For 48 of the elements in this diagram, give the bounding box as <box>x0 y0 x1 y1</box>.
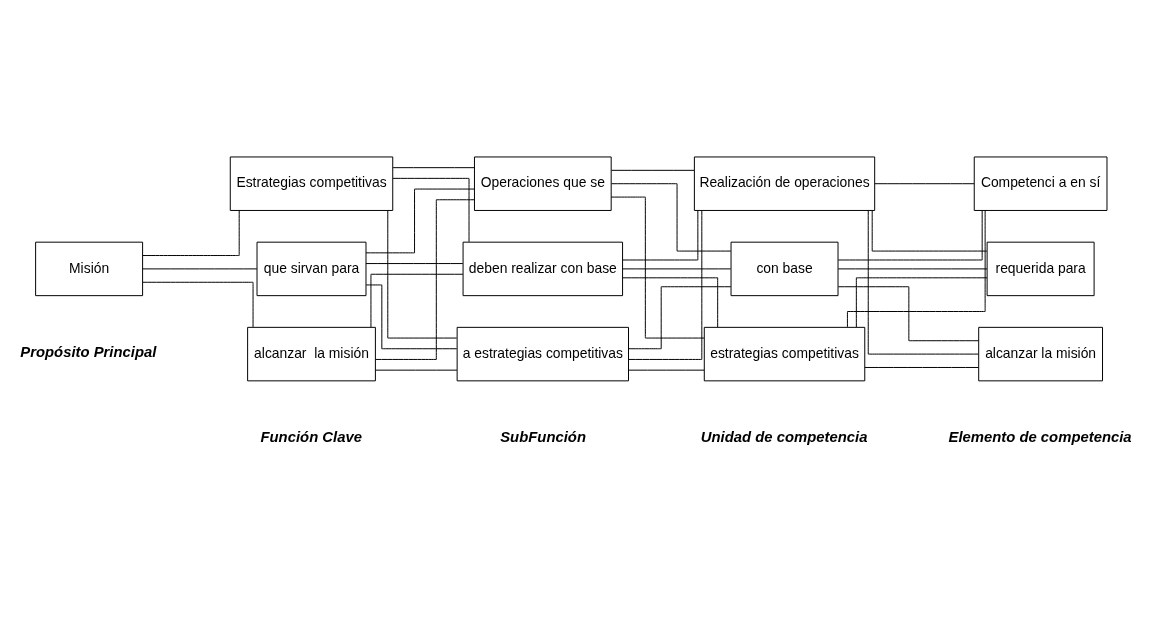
node-box: Realización de operaciones <box>693 155 876 211</box>
connector <box>375 198 475 360</box>
connector <box>142 281 254 327</box>
connector <box>864 366 979 368</box>
connector <box>142 209 240 256</box>
label: Unidad de competencia <box>700 428 868 445</box>
connector <box>874 182 975 184</box>
connector <box>375 369 458 371</box>
node-box: Misión <box>35 241 144 296</box>
node-box: estrategias competitivas <box>703 326 866 381</box>
connector <box>611 182 732 252</box>
connector <box>370 273 464 328</box>
connector <box>622 209 699 260</box>
connector <box>628 369 705 371</box>
node-box: deben realizar con base <box>462 241 624 296</box>
connector <box>622 267 732 269</box>
node-box: Competenci a en sí <box>973 155 1108 211</box>
node-box: alcanzar la misión <box>247 326 376 381</box>
label: Propósito Principal <box>20 343 157 360</box>
node-box: Estrategias competitivas <box>229 155 394 211</box>
connector <box>855 276 988 327</box>
node-box: requerida para <box>986 241 1095 296</box>
node-box: alcanzar la misión <box>978 326 1103 381</box>
connector <box>628 285 732 349</box>
connector <box>622 276 719 327</box>
connector <box>142 267 258 269</box>
connector <box>837 285 980 341</box>
connector <box>387 209 458 339</box>
node-box: Operaciones que se <box>473 155 612 211</box>
label: Elemento de competencia <box>948 428 1132 445</box>
label: Función Clave <box>260 428 362 445</box>
connector <box>867 209 979 355</box>
node-box: con base <box>730 241 839 296</box>
connector <box>392 177 470 242</box>
label: SubFunción <box>500 428 586 445</box>
connector <box>837 267 988 269</box>
connector <box>610 169 695 171</box>
node-box: a estrategias competitivas <box>456 326 629 381</box>
connector <box>392 166 475 168</box>
connector <box>837 209 983 260</box>
connector <box>365 188 475 253</box>
connector <box>846 209 986 327</box>
connector <box>610 196 705 339</box>
connector <box>628 209 703 360</box>
connector <box>365 283 458 349</box>
node-box: que sirvan para <box>256 241 367 296</box>
connector <box>365 262 464 264</box>
connector <box>871 209 988 252</box>
